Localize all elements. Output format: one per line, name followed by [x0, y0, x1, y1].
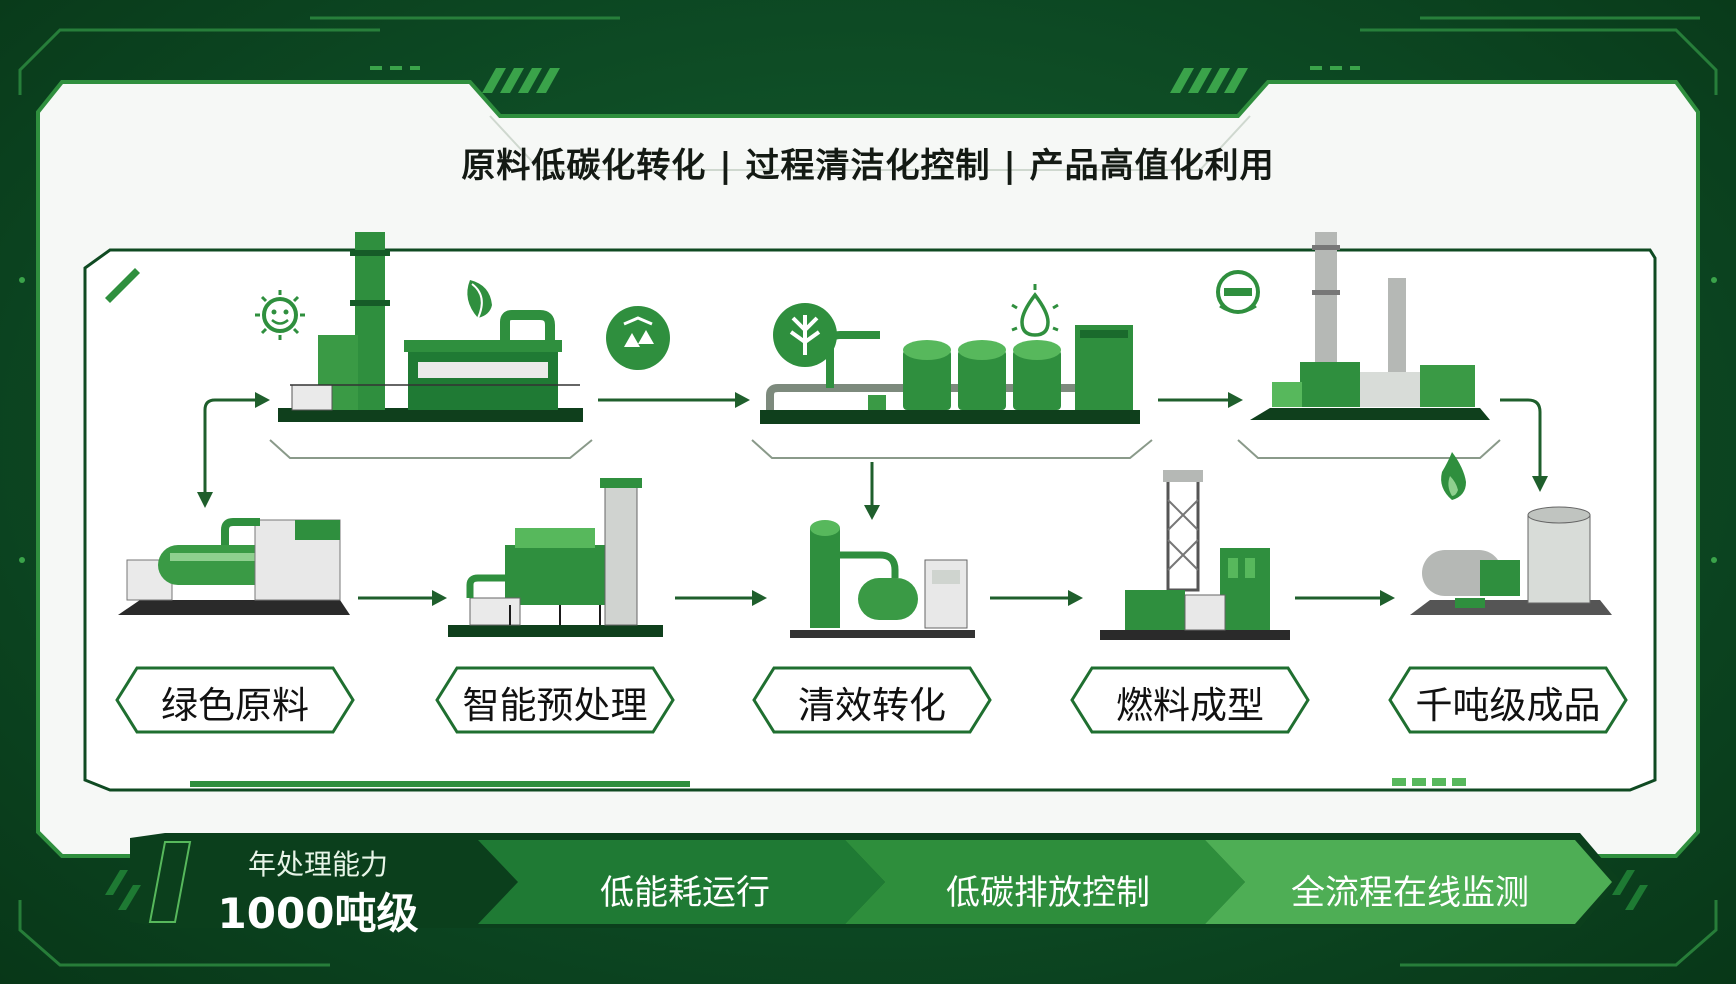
machine-top-1 [278, 232, 583, 422]
label-frame-1 [115, 666, 355, 734]
label-frame-2 [435, 666, 675, 734]
machine-bottom-3 [790, 520, 975, 638]
machine-bottom-5 [1410, 506, 1612, 615]
label-frame-4 [1070, 666, 1310, 734]
headline: 原料低碳化转化 | 过程清洁化控制 | 产品高值化利用 [461, 146, 1275, 186]
flame-leaf-icon [1441, 452, 1466, 500]
water-drop-icon [1011, 284, 1059, 337]
feature-online-monitoring: 全流程在线监测 [1291, 873, 1529, 913]
machine-top-2 [760, 325, 1140, 424]
stage-label-kiloton-product: 千吨级成品 [1415, 684, 1601, 727]
stage-label-fuel-forming: 燃料成型 [1116, 684, 1264, 727]
label-frame-3 [752, 666, 992, 734]
stage-label-smart-pretreatment: 智能预处理 [462, 684, 648, 727]
machine-bottom-4 [1100, 470, 1290, 640]
tree-icon [773, 303, 837, 367]
stage-label-efficient-conversion: 清效转化 [798, 684, 946, 727]
machine-bottom-1 [118, 518, 350, 615]
leaf-icon [467, 280, 492, 319]
feature-low-energy: 低能耗运行 [600, 873, 770, 913]
label-frame-5 [1388, 666, 1628, 734]
feature-low-carbon: 低碳排放控制 [946, 873, 1150, 913]
sun-face-icon [255, 290, 305, 340]
globe-icon [1216, 270, 1260, 314]
capacity-label: 年处理能力 [247, 848, 388, 881]
machine-top-3 [1250, 232, 1490, 420]
capacity-value: 1000吨级 [217, 889, 419, 938]
stage-label-green-raw-material: 绿色原料 [161, 684, 309, 727]
recycle-icon [606, 306, 670, 370]
machine-bottom-2 [448, 478, 663, 637]
